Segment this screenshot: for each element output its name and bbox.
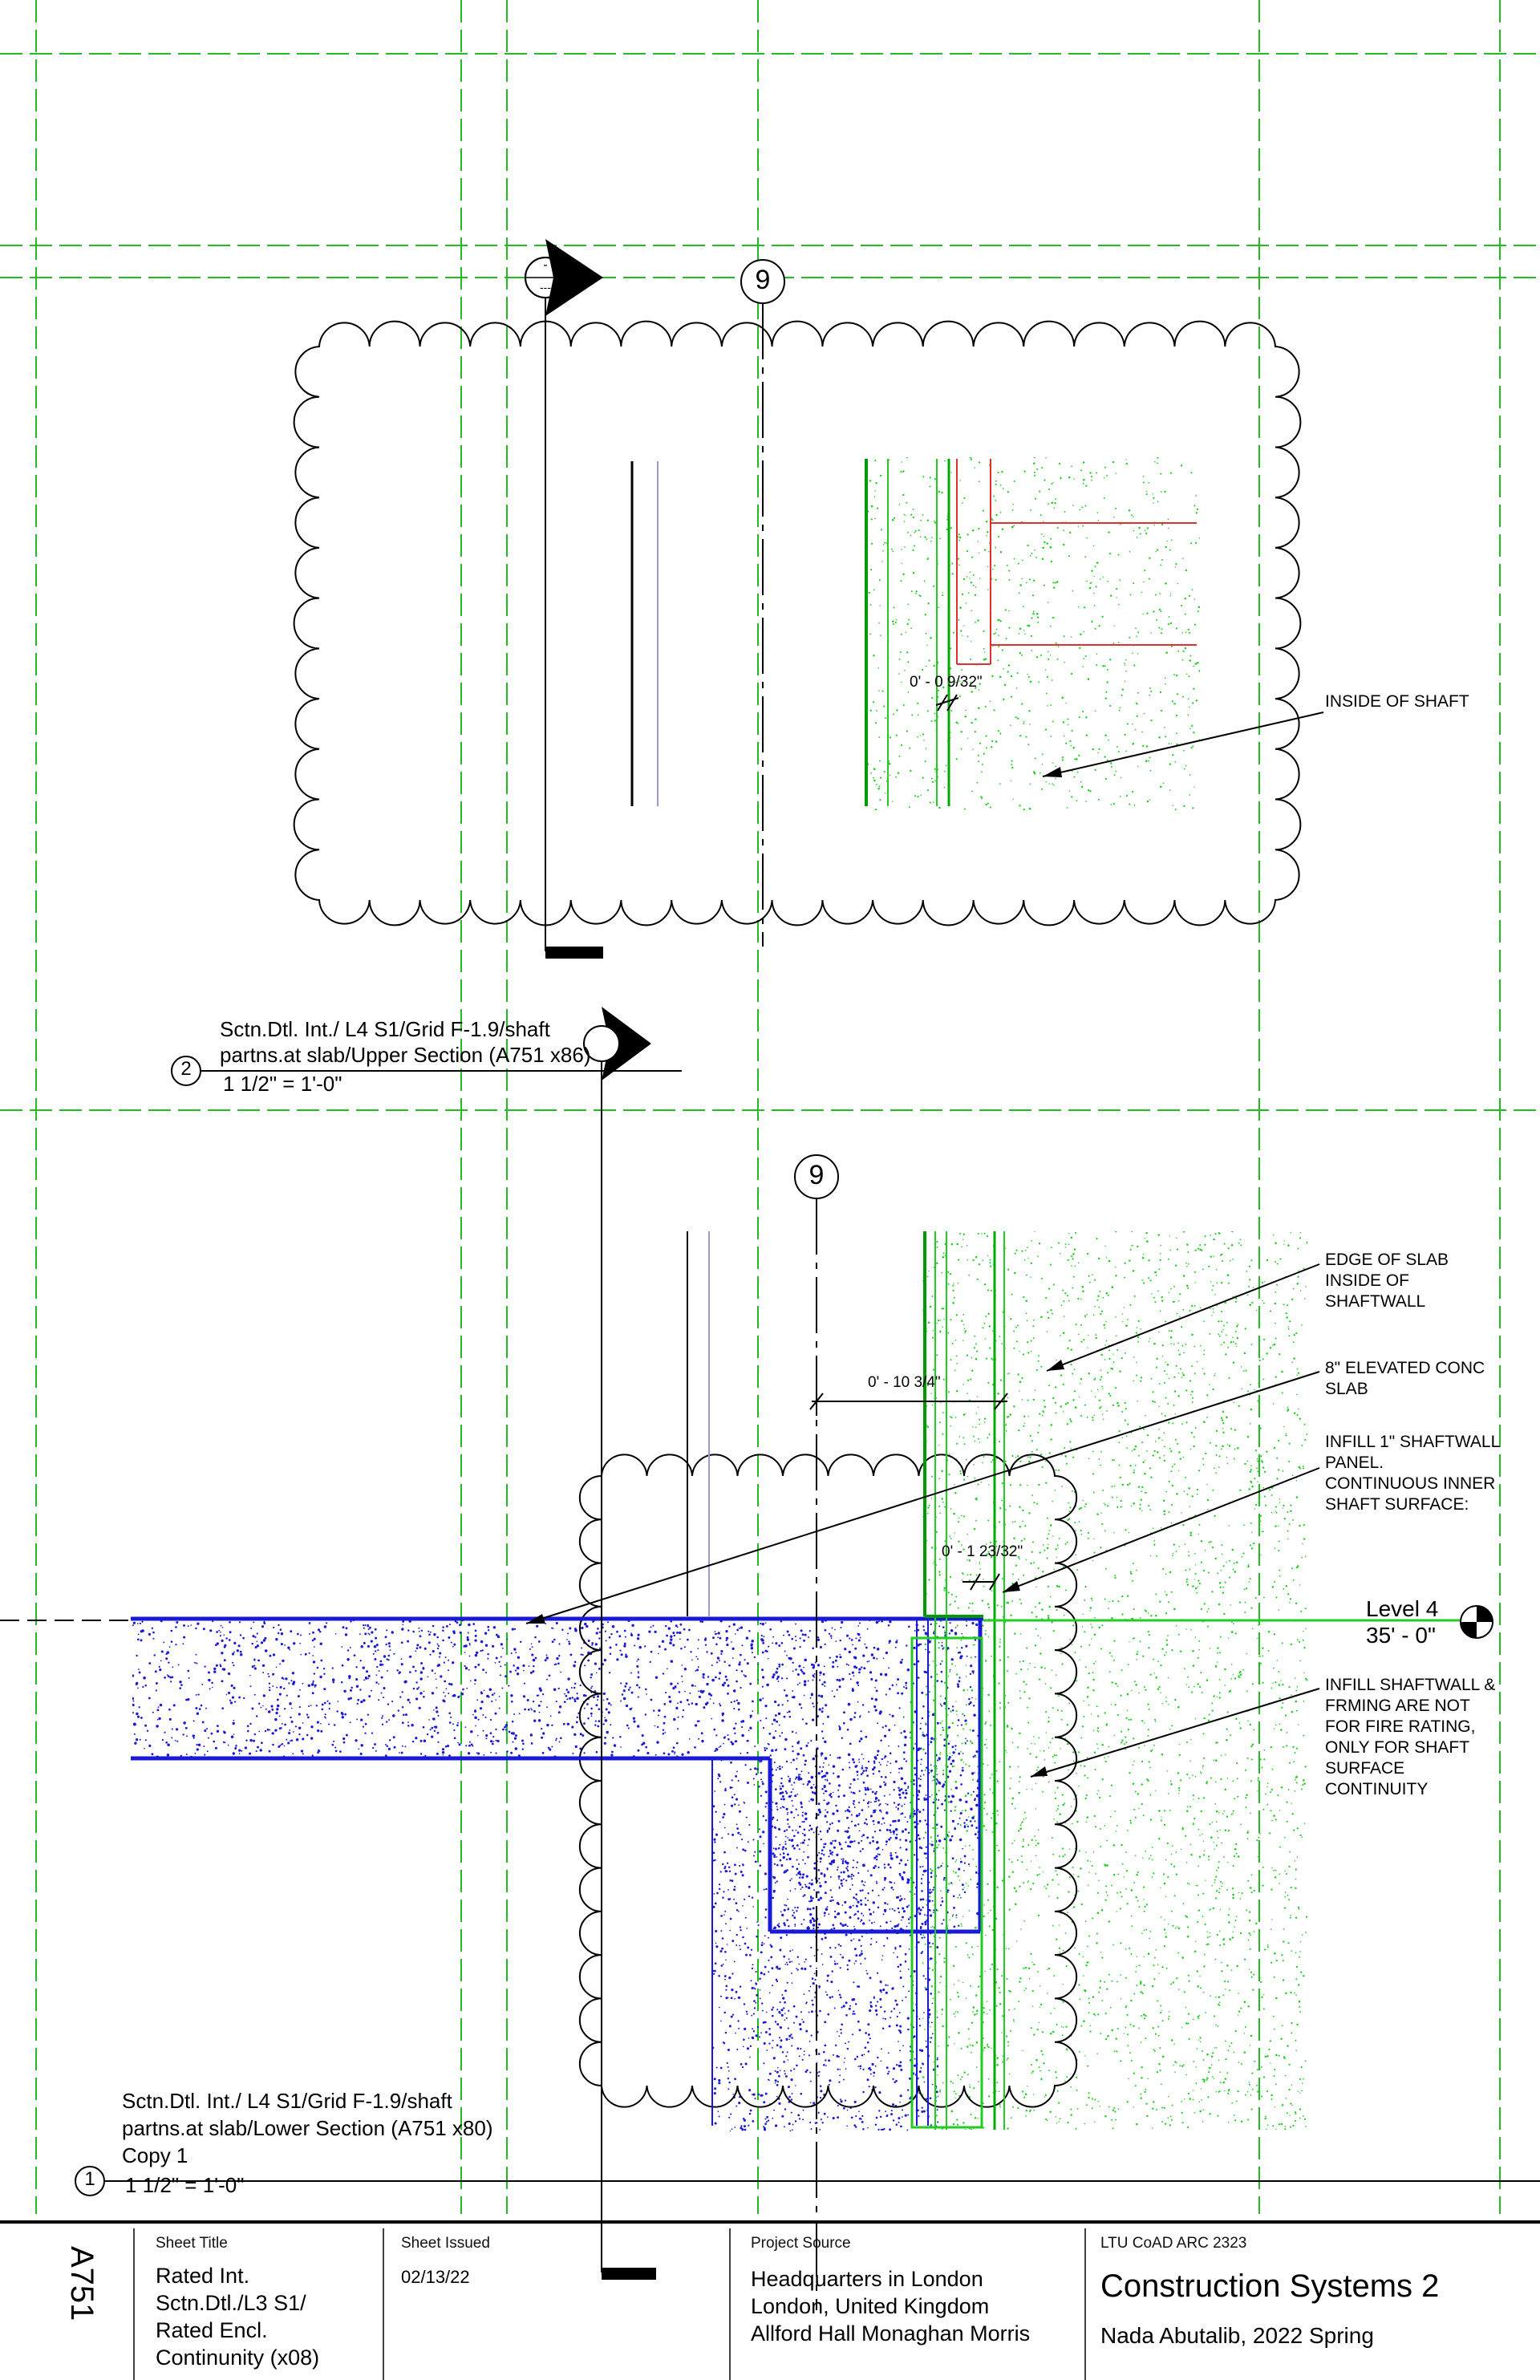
project-source-label: Project Source bbox=[751, 2235, 851, 2252]
course-code: LTU CoAD ARC 2323 bbox=[1100, 2235, 1247, 2252]
level-4-elevation: 35' - 0" bbox=[1366, 1623, 1436, 1648]
view-1-title-line-2: partns.at slab/Lower Section (A751 x80) bbox=[122, 2116, 493, 2140]
view-2-title-line-1: Sctn.Dtl. Int./ L4 S1/Grid F-1.9/shaft bbox=[220, 1017, 550, 1041]
sheet-issued-date: 02/13/22 bbox=[401, 2267, 470, 2287]
slab-outline bbox=[131, 1616, 983, 1934]
sheet-issued-label: Sheet Issued bbox=[401, 2235, 490, 2252]
upper-grid-bubble-label: 9 bbox=[755, 265, 771, 295]
note-elevated-conc-slab: 8" ELEVATED CONC SLAB bbox=[1325, 1359, 1485, 1398]
reference-grid bbox=[0, 0, 1540, 2214]
view-2-number: 2 bbox=[180, 1058, 192, 1080]
upper-leader-inside-shaft bbox=[1042, 712, 1324, 777]
author-term: Nada Abutalib, 2022 Spring bbox=[1100, 2323, 1374, 2348]
view-1-scale: 1 1/2" = 1'-0" bbox=[125, 2173, 245, 2197]
leader-lines bbox=[525, 1263, 1320, 1778]
view-2-scale: 1 1/2" = 1'-0" bbox=[223, 1072, 342, 1096]
lower-grid-line-9 bbox=[794, 1154, 839, 2310]
upper-dimension-text: 0' - 0 9/32" bbox=[910, 674, 983, 691]
level-marker-icon bbox=[1460, 1605, 1493, 1639]
concrete-slab-fill bbox=[132, 1619, 980, 1932]
course-name: Construction Systems 2 bbox=[1100, 2269, 1440, 2304]
lower-dimension-1-text: 0' - 10 3/4" bbox=[868, 1374, 941, 1391]
project-source: Headquarters in London London, United Ki… bbox=[751, 2267, 1031, 2346]
sheet-title: Rated Int. Sctn.Dtl./L3 S1/ Rated Encl. … bbox=[156, 2264, 320, 2370]
lower-dimension-2-text: 0' - 1 23/32" bbox=[942, 1543, 1023, 1560]
lower-grid-bubble-label: 9 bbox=[808, 1160, 825, 1190]
view-1-title-line-1: Sctn.Dtl. Int./ L4 S1/Grid F-1.9/shaft bbox=[122, 2089, 452, 2113]
upper-revision-cloud bbox=[293, 320, 1302, 926]
note-edge-of-slab: EDGE OF SLAB INSIDE OF SHAFTWALL bbox=[1325, 1251, 1449, 1311]
upper-section-head-bottom: --- bbox=[540, 281, 551, 294]
upper-red-framing bbox=[956, 459, 1197, 665]
view-title-lines bbox=[75, 1056, 1540, 2196]
title-block-frame bbox=[0, 2220, 1540, 2380]
upper-wall-lines bbox=[630, 459, 950, 806]
upper-grid-line-9 bbox=[740, 259, 785, 947]
upper-dimension-tick bbox=[935, 694, 959, 712]
note-infill-not-fire-rating: INFILL SHAFTWALL & FRMING ARE NOT FOR FI… bbox=[1325, 1676, 1496, 1798]
view-1-number: 1 bbox=[84, 2168, 95, 2190]
upper-green-fill bbox=[865, 457, 1200, 810]
dimension-line-1 bbox=[809, 1388, 1008, 1416]
sheet-number: A751 bbox=[64, 2246, 99, 2321]
upper-section-line bbox=[525, 239, 603, 959]
concrete-stem-fill bbox=[712, 1758, 938, 2131]
view-2-title-line-2: partns.at slab/Upper Section (A751 x86) bbox=[220, 1043, 591, 1067]
note-inside-of-shaft: INSIDE OF SHAFT bbox=[1325, 692, 1469, 711]
lower-wall-lines bbox=[687, 1231, 1005, 2130]
sheet-title-label: Sheet Title bbox=[156, 2235, 228, 2252]
view-1-title-line-3: Copy 1 bbox=[122, 2143, 188, 2167]
level-4-name: Level 4 bbox=[1366, 1596, 1439, 1621]
upper-section-head-top: - bbox=[543, 258, 548, 272]
lower-section-line bbox=[583, 1007, 656, 2280]
dimension-line-2 bbox=[962, 1573, 1000, 1591]
leader-arrowheads bbox=[526, 1360, 1064, 1777]
note-infill-shaftwall-panel: INFILL 1" SHAFTWALL PANEL. CONTINUOUS IN… bbox=[1325, 1433, 1501, 1514]
